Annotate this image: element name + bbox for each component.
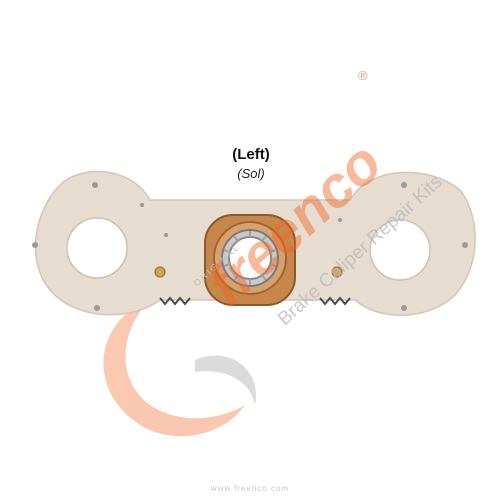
side-label-translation: (Sol) <box>237 166 265 181</box>
watermark-swoosh-logo <box>103 300 256 437</box>
right-mount-hole <box>369 219 431 281</box>
bearing-assembly <box>204 214 296 306</box>
watermark-registered-mark: ® <box>358 68 368 83</box>
screw-dots <box>32 182 468 311</box>
watermark-website: www.freenco.com <box>210 484 290 493</box>
side-label: (Left) <box>232 146 270 163</box>
left-mount-hole <box>66 217 128 279</box>
